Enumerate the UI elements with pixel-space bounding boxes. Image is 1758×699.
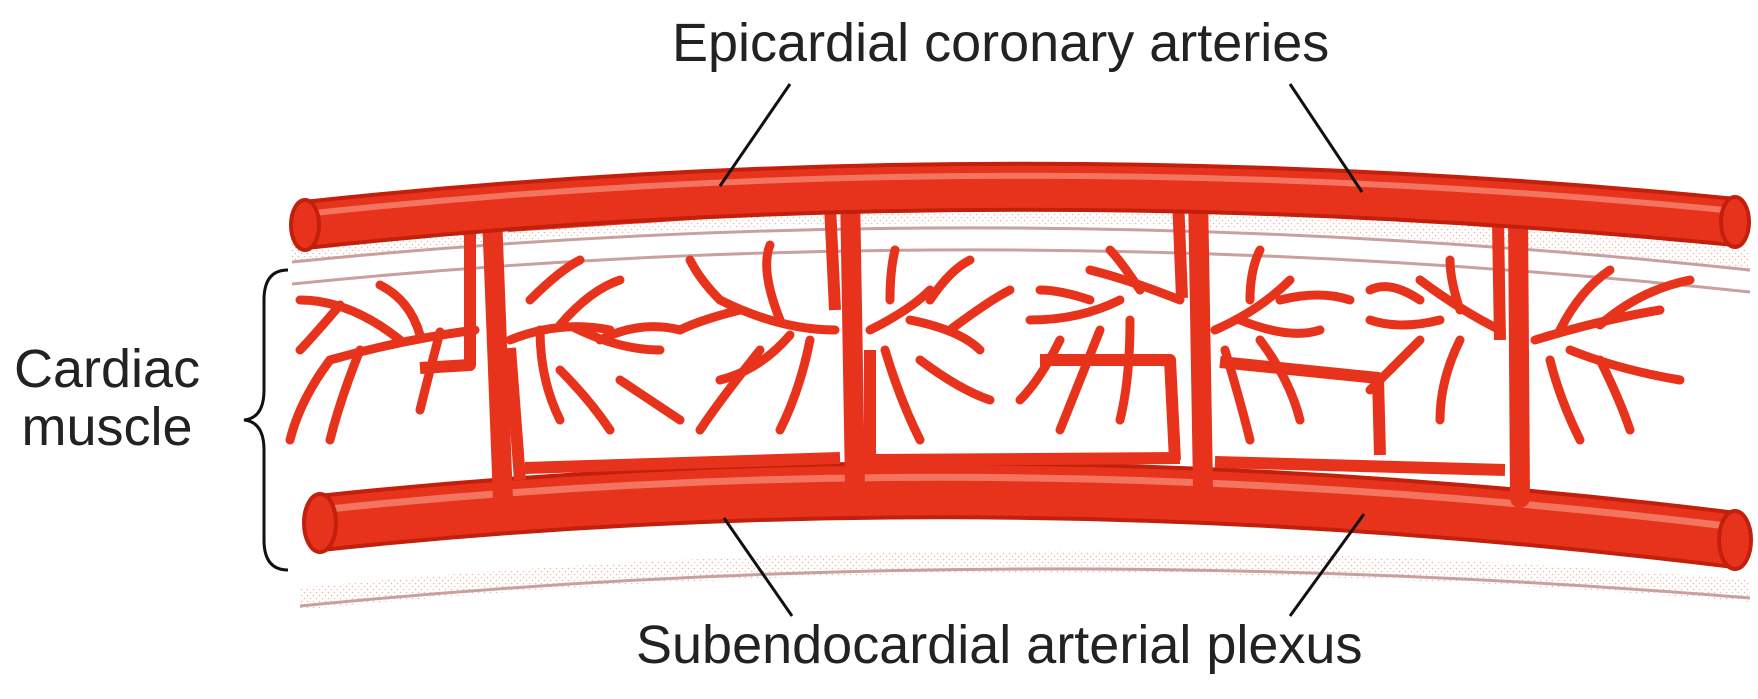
cardiac-muscle-label-line1: Cardiac [14, 340, 200, 398]
cardiac-muscle-label-line2: muscle [14, 398, 200, 456]
cardiac-muscle-label: Cardiac muscle [14, 340, 200, 457]
outer-muscle-band-bottom [300, 551, 1750, 610]
epicardial-coronary-arteries-label: Epicardial coronary arteries [672, 14, 1329, 72]
cardiac-muscle-brace [244, 270, 288, 570]
subendocardial-arterial-plexus-label: Subendocardial arterial plexus [636, 616, 1362, 674]
